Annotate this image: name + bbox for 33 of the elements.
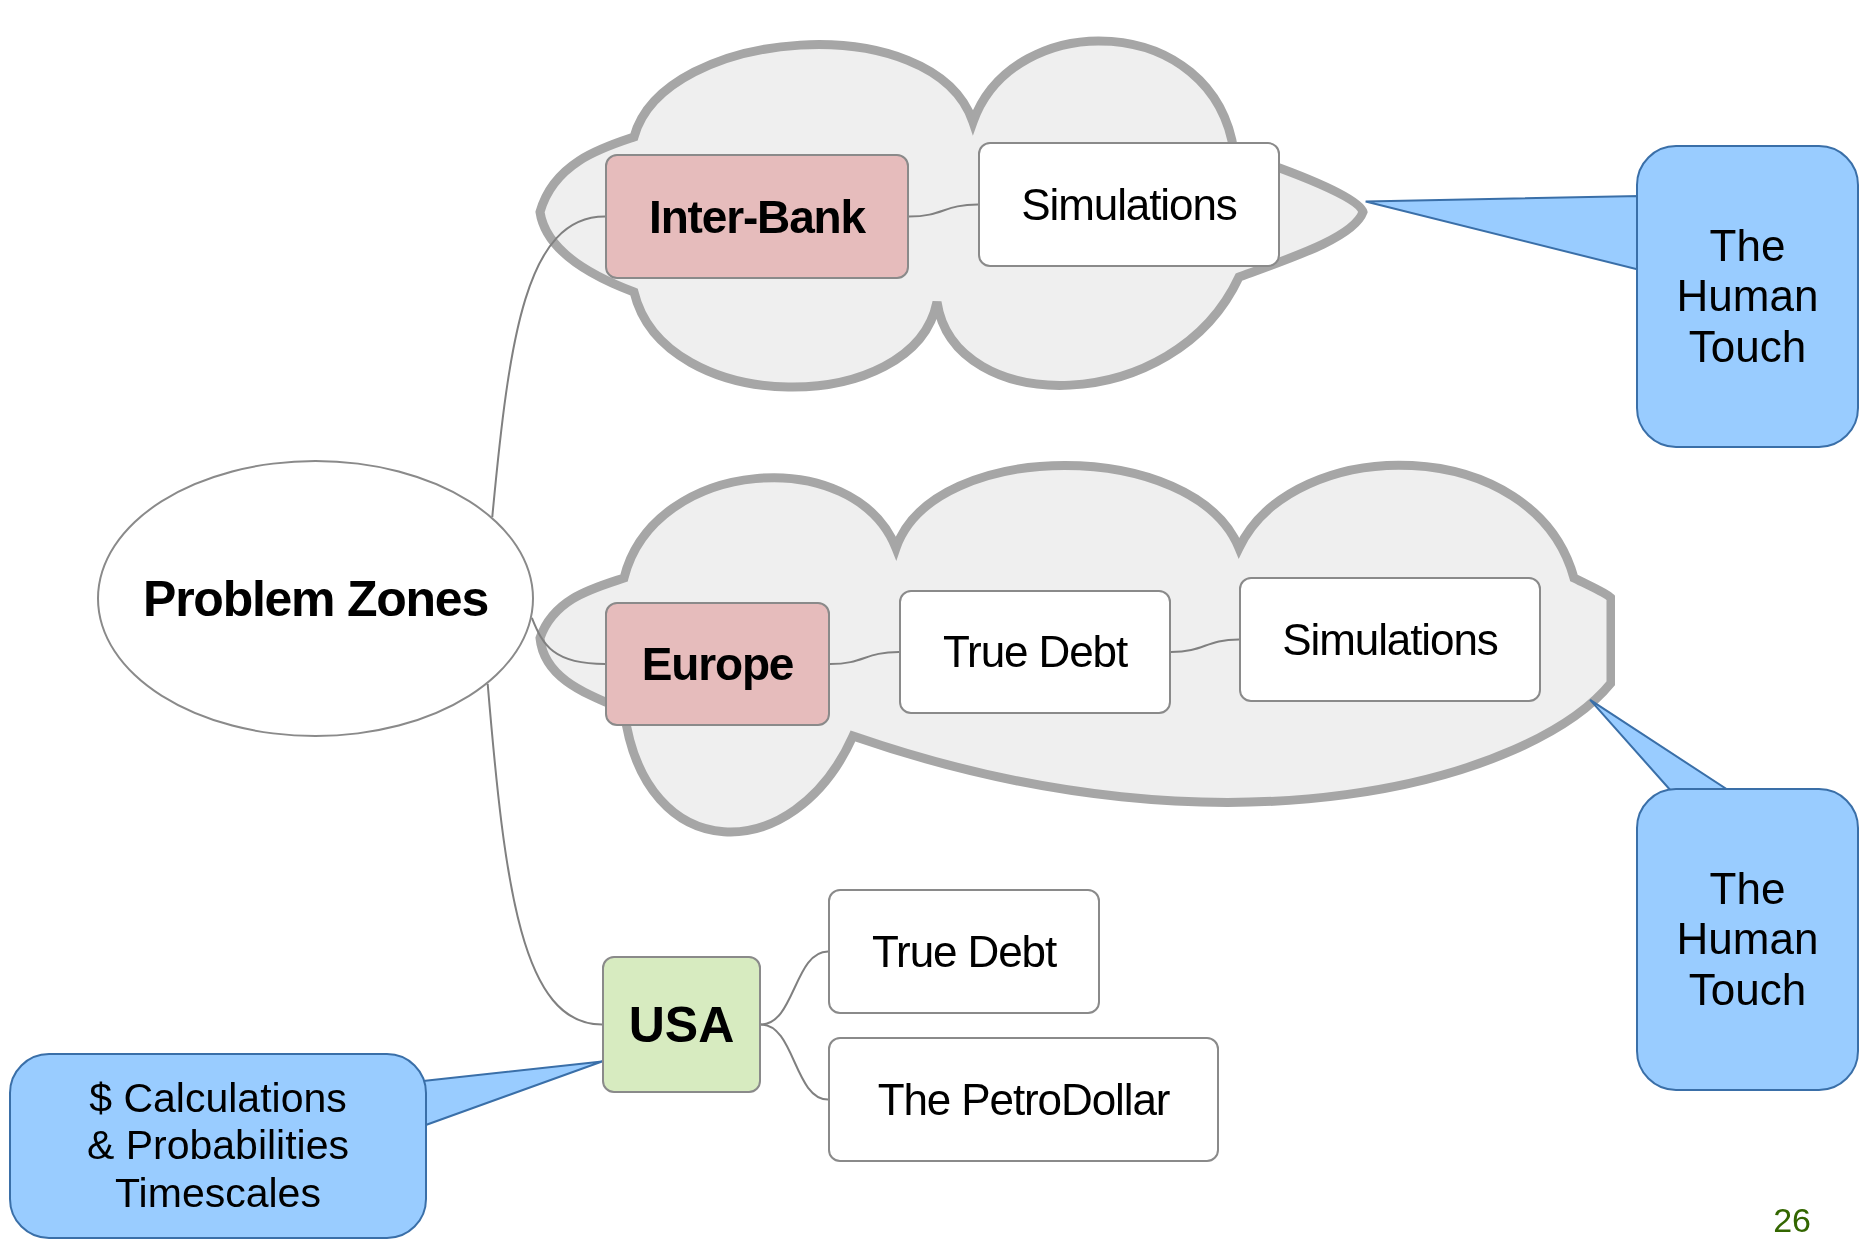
subtopic-box (978, 142, 1280, 267)
callout-text: The Human Touch (1675, 220, 1820, 373)
topic-label: USA (628, 999, 735, 1050)
subtopic-label: True Debt (942, 630, 1128, 674)
topic-box (605, 602, 830, 726)
connector-line (530, 616, 606, 665)
topic-label: Inter-Bank (649, 193, 865, 240)
callout-text: Timescales (115, 1169, 321, 1217)
connector-line (908, 203, 979, 218)
topic-box (602, 956, 761, 1093)
subtopic-box (1239, 577, 1541, 702)
connector-line (486, 682, 603, 1026)
callout-text: & Probabilities (86, 1122, 350, 1170)
callout-bubble (9, 1053, 427, 1239)
connector-line (760, 1023, 829, 1101)
subtopic-label: True Debt (871, 929, 1057, 974)
connector-line (760, 950, 829, 1026)
topic-box (605, 154, 909, 279)
callout-text: The Human Touch (1675, 863, 1820, 1016)
subtopic-label: Simulations (1282, 617, 1498, 662)
connector-line (491, 215, 606, 519)
page-number: 26 (1773, 1203, 1811, 1237)
connector-line (1170, 638, 1240, 653)
callout-bubble (1636, 788, 1859, 1091)
subtopic-label: Simulations (1021, 182, 1237, 227)
connector-line (829, 651, 900, 665)
callout-bubble (1636, 145, 1859, 448)
subtopic-box (828, 889, 1100, 1014)
callout-text: $ Calculations (89, 1075, 347, 1123)
subtopic-box (899, 590, 1171, 714)
subtopic-box (828, 1037, 1219, 1162)
topic-label: Problem Zones (143, 573, 488, 624)
subtopic-label: The PetroDollar (877, 1077, 1170, 1122)
